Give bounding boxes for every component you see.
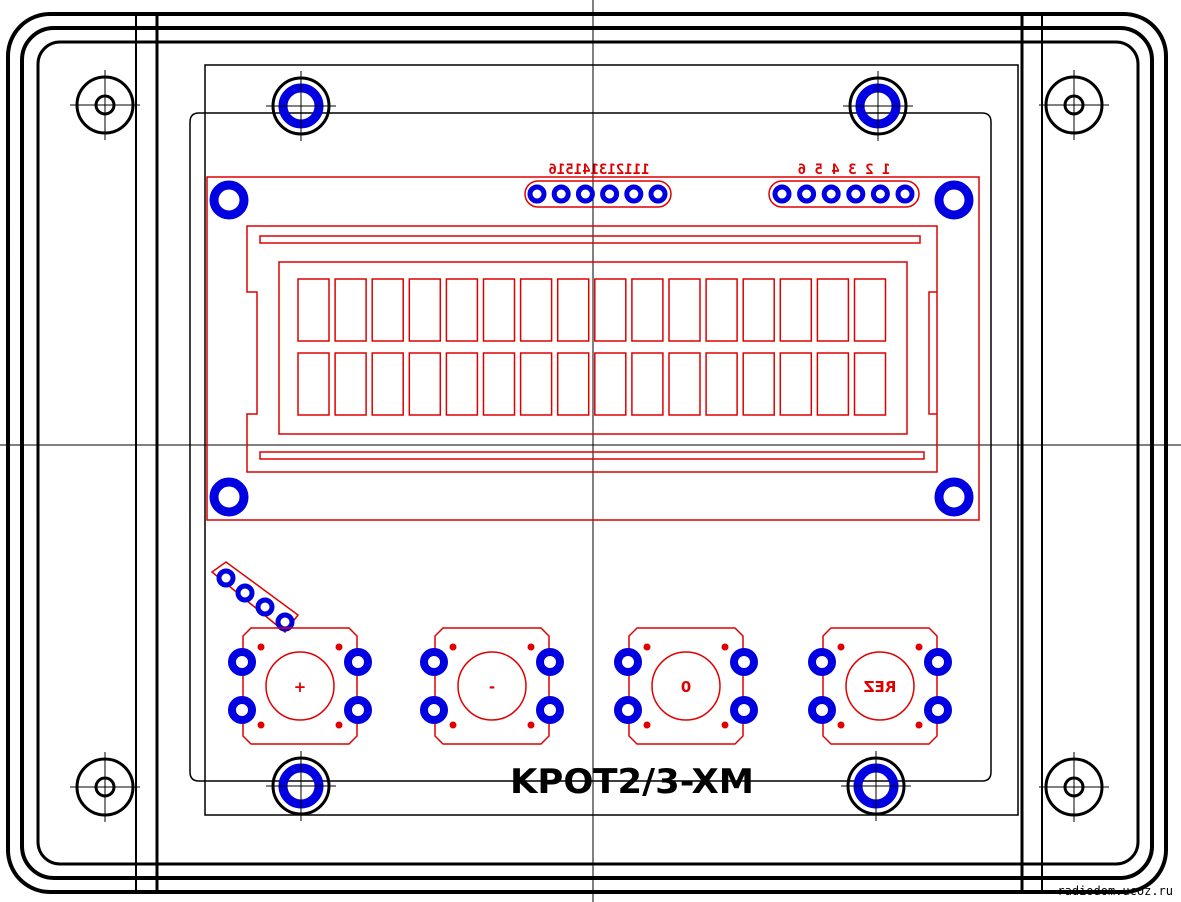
header-pin <box>624 184 644 204</box>
connector-label-right: 1 2 3 4 5 6 <box>798 162 891 178</box>
header-pin <box>821 184 841 204</box>
lcd-character-cells <box>297 278 887 416</box>
header-pin <box>527 184 547 204</box>
lcd-cell <box>705 352 738 416</box>
header-pin <box>895 184 915 204</box>
tactile-button: - <box>420 627 564 745</box>
lcd-cell <box>371 352 404 416</box>
tactile-button: 0 <box>614 627 758 745</box>
header-pin <box>870 184 890 204</box>
standoff <box>841 751 911 821</box>
tactile-buttons: + - 0 REZ <box>228 627 952 745</box>
lcd-cell <box>853 352 887 416</box>
mounting-hole <box>1039 752 1109 822</box>
lcd-cell <box>408 278 442 342</box>
lcd-cell <box>853 278 887 342</box>
standoff <box>843 71 913 141</box>
connector-headers <box>524 180 920 208</box>
header-pin <box>797 184 817 204</box>
lcd-cell <box>742 278 775 342</box>
lcd-cell <box>556 278 590 342</box>
lcd-cell <box>779 278 813 342</box>
lcd-cell <box>816 352 850 416</box>
lcd-cell <box>334 278 367 342</box>
board-title: KPOT2/3-XM <box>510 762 754 802</box>
mounting-hole <box>70 70 140 140</box>
mounting-hole <box>1039 70 1109 140</box>
lcd-cell <box>445 278 479 342</box>
lcd-cell <box>594 278 627 342</box>
lcd-cell <box>594 352 627 416</box>
lcd-cell <box>779 352 813 416</box>
lcd-cell <box>482 352 516 416</box>
lcd-hole <box>209 180 249 220</box>
mounting-holes <box>70 70 1109 822</box>
diagonal-connector <box>210 561 300 634</box>
lcd-cell <box>297 278 330 342</box>
header-pin <box>648 184 668 204</box>
lcd-cell <box>408 352 442 416</box>
lcd-cell <box>668 352 701 416</box>
button-label: + <box>294 678 307 696</box>
button-label: 0 <box>681 678 691 696</box>
lcd-cell <box>297 352 330 416</box>
header-pin <box>575 184 595 204</box>
lcd-cell <box>445 352 479 416</box>
lcd-cell <box>371 278 404 342</box>
standoff <box>266 71 336 141</box>
header-pin <box>600 184 620 204</box>
lcd-cell <box>334 352 367 416</box>
header-pin <box>551 184 571 204</box>
enclosure <box>6 12 1168 894</box>
tactile-button: + <box>228 627 372 745</box>
lcd-module <box>206 176 980 521</box>
lcd-hole <box>934 180 974 220</box>
lcd-cell <box>705 278 738 342</box>
header-pin <box>846 184 866 204</box>
lcd-cell <box>519 278 553 342</box>
lcd-mounting-holes <box>209 180 974 517</box>
button-label: - <box>489 678 495 696</box>
lcd-cell <box>742 352 775 416</box>
mounting-hole <box>70 752 140 822</box>
lcd-cell <box>556 352 590 416</box>
lcd-cell <box>482 278 516 342</box>
lcd-cell <box>519 352 553 416</box>
lcd-hole <box>209 477 249 517</box>
lcd-cell <box>816 278 850 342</box>
lcd-hole <box>934 477 974 517</box>
tactile-button: REZ <box>808 627 952 745</box>
standoff <box>266 751 336 821</box>
lcd-cell <box>631 278 664 342</box>
connector-label-left: 111213141516 <box>548 162 649 178</box>
header-pin <box>772 184 792 204</box>
lcd-cell <box>668 278 701 342</box>
watermark-text: radiodom.ucoz.ru <box>1057 884 1173 898</box>
button-label: REZ <box>864 678 897 696</box>
lcd-cell <box>631 352 664 416</box>
board-standoffs <box>266 71 913 821</box>
